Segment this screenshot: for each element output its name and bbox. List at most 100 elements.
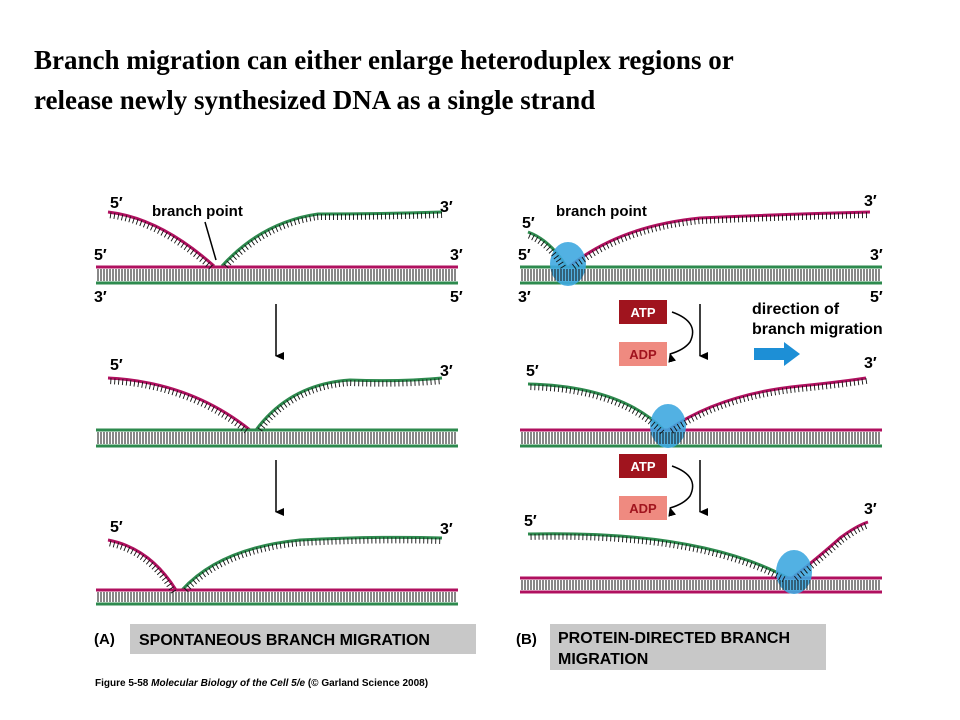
base-whisker (631, 232, 635, 239)
base-whisker (156, 385, 159, 392)
base-whisker (223, 263, 229, 269)
base-whisker (742, 558, 745, 565)
base-whisker (283, 402, 288, 408)
base-whisker (592, 392, 595, 399)
base-whisker (674, 221, 677, 228)
base-whisker (637, 537, 640, 544)
base-whisker (701, 410, 705, 417)
base-whisker (152, 384, 155, 391)
base-whisker (614, 399, 618, 406)
base-whisker (193, 397, 197, 404)
base-whisker (647, 419, 653, 425)
base-whisker (279, 404, 285, 410)
base-whisker (731, 399, 735, 406)
base-whisker (856, 526, 861, 533)
base-whisker (657, 539, 660, 546)
base-whisker (628, 406, 633, 413)
base-whisker (186, 246, 192, 253)
base-whisker (845, 380, 848, 387)
b-branch-point-label: branch point (556, 203, 647, 220)
base-whisker (287, 541, 290, 548)
base-whisker (243, 427, 249, 434)
base-whisker (142, 556, 148, 563)
base-whisker (605, 242, 610, 249)
base-whisker (271, 543, 274, 551)
base-whisker (641, 414, 646, 420)
base-whisker (861, 378, 864, 385)
base-whisker (109, 540, 112, 547)
base-whisker (824, 550, 830, 556)
base-whisker (224, 414, 229, 420)
base-whisker (645, 538, 648, 545)
base-whisker (558, 261, 564, 266)
atp-box-2 (619, 454, 667, 478)
base-whisker (260, 546, 263, 553)
panel-a: branch point 5′ 3′ 5′ 3′ 3′ 5′ 5′ 3′ 5′ … (94, 195, 476, 654)
base-whisker (540, 240, 545, 247)
base-whisker (834, 542, 839, 548)
base-whisker (669, 541, 672, 548)
base-whisker (633, 537, 636, 544)
base-whisker (313, 214, 315, 221)
base-whisker (256, 547, 259, 554)
base-whisker (546, 246, 551, 252)
base-whisker (202, 259, 207, 265)
base-whisker (609, 241, 613, 247)
base-whisker (248, 549, 252, 556)
base-whisker (815, 558, 821, 564)
base-whisker (295, 540, 298, 547)
base-whisker (177, 240, 182, 246)
base-whisker (712, 405, 716, 412)
base-whisker (739, 397, 742, 404)
base-whisker (840, 537, 845, 543)
base-whisker (211, 406, 215, 412)
base-whisker (133, 380, 136, 387)
base-whisker (438, 378, 440, 385)
adp-label-1: ADP (629, 347, 657, 362)
base-whisker (221, 412, 226, 418)
panel-a-caption: SPONTANEOUS BRANCH MIGRATION (139, 632, 430, 649)
base-whisker (719, 403, 723, 410)
base-whisker (857, 379, 860, 386)
base-whisker (167, 388, 171, 395)
base-whisker (705, 409, 709, 415)
panel-b-row-2: 5′ 3′ (520, 355, 882, 448)
base-whisker (595, 248, 600, 255)
base-whisker (690, 219, 692, 226)
base-whisker (616, 237, 620, 244)
base-whisker (199, 256, 204, 262)
base-whisker (293, 219, 297, 226)
base-whisker (180, 242, 185, 248)
a1-mid-right-end: 3′ (450, 247, 463, 264)
b1-top-left-end: 5′ (522, 215, 535, 232)
a2-top-left-end: 5′ (110, 357, 123, 374)
base-whisker (573, 388, 576, 395)
base-whisker (806, 565, 811, 572)
atp-label-1: ATP (630, 305, 655, 320)
base-whisker (650, 226, 654, 233)
base-whisker (782, 388, 784, 395)
base-whisker (159, 573, 165, 578)
base-whisker (649, 538, 652, 545)
base-whisker (330, 382, 333, 389)
base-whisker (646, 227, 650, 234)
base-whisker (156, 570, 162, 576)
base-whisker (527, 232, 532, 239)
base-whisker (698, 218, 700, 225)
a3-top-left-end: 5′ (110, 519, 123, 536)
base-whisker (193, 251, 198, 258)
base-whisker (315, 386, 318, 393)
base-whisker (549, 385, 552, 392)
base-whisker (629, 536, 632, 543)
base-whisker (141, 381, 144, 388)
base-whisker (578, 259, 583, 265)
base-whisker (125, 379, 128, 386)
base-whisker (192, 579, 197, 585)
base-whisker (537, 238, 542, 245)
base-whisker (126, 546, 131, 553)
base-whisker (264, 231, 268, 238)
b2-short-strand (527, 382, 666, 432)
base-whisker (130, 548, 134, 555)
base-whisker (812, 560, 818, 567)
base-whisker (659, 429, 665, 435)
